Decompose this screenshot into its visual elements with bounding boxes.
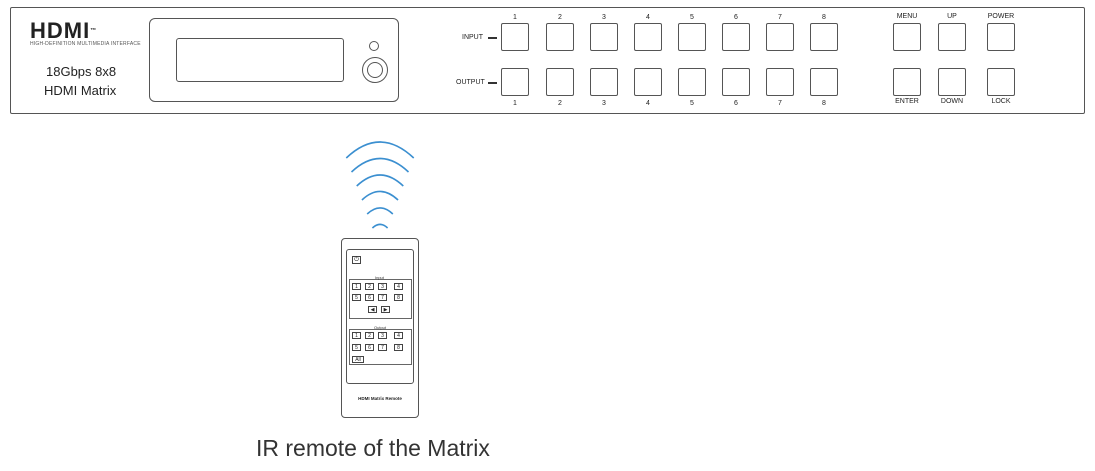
output-number-3: 3: [602, 100, 606, 107]
input-button-1[interactable]: [501, 23, 529, 51]
output-button-5[interactable]: [678, 68, 706, 96]
input-button-4[interactable]: [634, 23, 662, 51]
ir-wave-arc: [361, 190, 399, 201]
down-label: DOWN: [940, 98, 964, 105]
power-label: POWER: [987, 13, 1015, 20]
input-button-6[interactable]: [722, 23, 750, 51]
remote-next-button[interactable]: ▶: [381, 306, 390, 313]
figure-caption: IR remote of the Matrix: [256, 435, 490, 461]
remote-input-button-4[interactable]: 4: [394, 283, 403, 290]
output-number-2: 2: [558, 100, 562, 107]
ir-wave-arc: [350, 157, 410, 173]
output-number-1: 1: [513, 100, 517, 107]
output-button-8[interactable]: [810, 68, 838, 96]
output-row-label: OUTPUT: [456, 79, 485, 86]
remote-output-button-8[interactable]: 8: [394, 344, 403, 351]
output-button-4[interactable]: [634, 68, 662, 96]
rotary-knob-center: [367, 62, 383, 78]
input-number-8: 8: [822, 14, 826, 21]
input-number-1: 1: [513, 14, 517, 21]
lcd-screen: [176, 38, 344, 82]
lock-label: LOCK: [991, 98, 1011, 105]
remote-output-button-7[interactable]: 7: [378, 344, 387, 351]
remote-output-button-2[interactable]: 2: [365, 332, 374, 339]
model-line-2: HDMI Matrix: [44, 83, 117, 98]
up-label: UP: [947, 13, 957, 20]
remote-all-button[interactable]: All: [352, 356, 364, 363]
output-number-5: 5: [690, 100, 694, 107]
remote-output-button-3[interactable]: 3: [378, 332, 387, 339]
input-number-7: 7: [778, 14, 782, 21]
menu-label: MENU: [896, 13, 918, 20]
input-number-4: 4: [646, 14, 650, 21]
output-number-4: 4: [646, 100, 650, 107]
input-button-2[interactable]: [546, 23, 574, 51]
power-button[interactable]: [987, 23, 1015, 51]
ir-wave-arc: [356, 174, 404, 187]
remote-power-button[interactable]: ⏻: [352, 256, 361, 264]
input-button-5[interactable]: [678, 23, 706, 51]
remote-output-title: Output: [374, 325, 387, 330]
input-button-3[interactable]: [590, 23, 618, 51]
input-number-6: 6: [734, 14, 738, 21]
model-line-1: 18Gbps 8x8: [46, 64, 117, 79]
up-button[interactable]: [938, 23, 966, 51]
hdmi-logo-text: HDMI: [30, 18, 91, 43]
down-button[interactable]: [938, 68, 966, 96]
input-row-dash: [488, 37, 497, 39]
output-number-7: 7: [778, 100, 782, 107]
output-button-3[interactable]: [590, 68, 618, 96]
rotary-knob[interactable]: [362, 57, 388, 83]
remote-input-button-3[interactable]: 3: [378, 283, 387, 290]
hdmi-logo: HDMI™: [30, 20, 97, 42]
remote-input-button-2[interactable]: 2: [365, 283, 374, 290]
enter-button[interactable]: [893, 68, 921, 96]
output-number-8: 8: [822, 100, 826, 107]
input-row-label: INPUT: [462, 34, 483, 41]
output-button-2[interactable]: [546, 68, 574, 96]
ir-wave-arc: [366, 207, 394, 215]
remote-output-button-1[interactable]: 1: [352, 332, 361, 339]
ir-receiver-icon: [369, 41, 379, 51]
output-button-1[interactable]: [501, 68, 529, 96]
enter-label: ENTER: [895, 98, 919, 105]
remote-prev-button[interactable]: ◀: [368, 306, 377, 313]
menu-button[interactable]: [893, 23, 921, 51]
input-number-5: 5: [690, 14, 694, 21]
remote-name-label: HDMI Matrix Remote: [358, 396, 402, 401]
hdmi-logo-tagline: HIGH-DEFINITION MULTIMEDIA INTERFACE: [30, 41, 141, 47]
output-row-dash: [488, 82, 497, 84]
lock-button[interactable]: [987, 68, 1015, 96]
remote-output-group: [349, 329, 412, 365]
input-button-8[interactable]: [810, 23, 838, 51]
remote-output-button-4[interactable]: 4: [394, 332, 403, 339]
trademark-mark: ™: [90, 28, 98, 34]
remote-input-button-5[interactable]: 5: [352, 294, 361, 301]
remote-input-button-7[interactable]: 7: [378, 294, 387, 301]
input-number-3: 3: [602, 14, 606, 21]
remote-output-button-6[interactable]: 6: [365, 344, 374, 351]
remote-input-button-6[interactable]: 6: [365, 294, 374, 301]
ir-wave-arc: [345, 141, 415, 159]
output-number-6: 6: [734, 100, 738, 107]
remote-button-panel: [346, 249, 414, 384]
remote-input-button-1[interactable]: 1: [352, 283, 361, 290]
remote-output-button-5[interactable]: 5: [352, 344, 361, 351]
ir-remote: [341, 238, 419, 418]
output-button-7[interactable]: [766, 68, 794, 96]
input-number-2: 2: [558, 14, 562, 21]
input-button-7[interactable]: [766, 23, 794, 51]
remote-input-button-8[interactable]: 8: [394, 294, 403, 301]
ir-signal-waves-icon: [345, 141, 415, 229]
power-icon: ⏻: [354, 257, 359, 263]
remote-input-group: [349, 279, 412, 319]
remote-input-title: Input: [375, 275, 384, 280]
output-button-6[interactable]: [722, 68, 750, 96]
ir-wave-arc: [371, 223, 389, 229]
display-bezel: [149, 18, 399, 102]
